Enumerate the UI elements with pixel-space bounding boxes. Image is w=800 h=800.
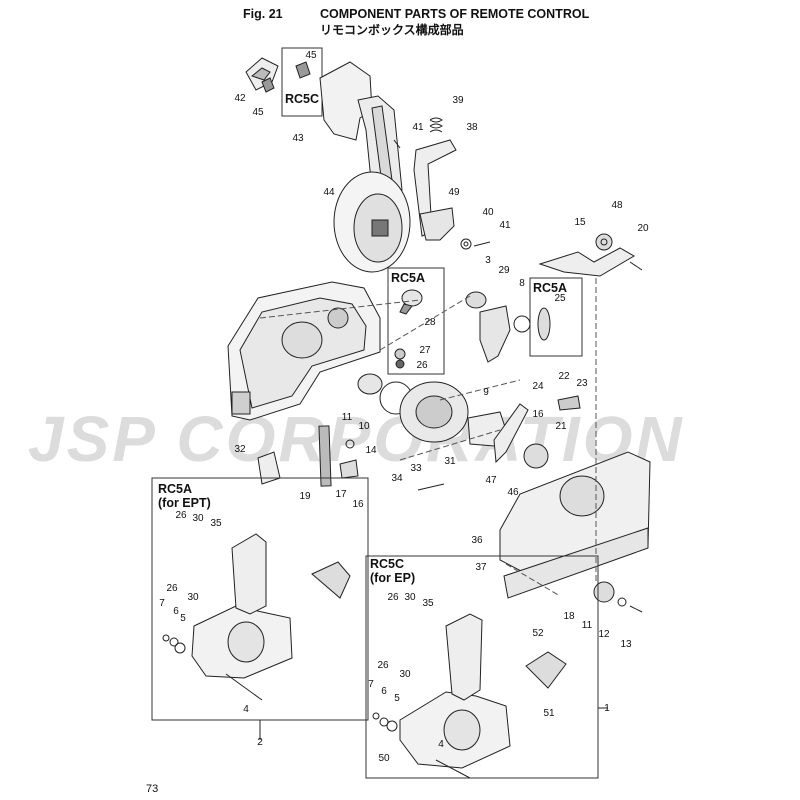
callout: 2 [257,737,263,748]
rc5a-middle-box [387,267,445,375]
part-32-19-17 [257,425,445,491]
callout: 7 [159,598,165,609]
callout: 16 [532,409,544,420]
callout: 30 [399,669,411,680]
callout: 33 [410,463,422,474]
callout: 26 [166,583,178,594]
figure-number: Fig. 21 [243,7,283,21]
callout: 12 [598,629,610,640]
callout: 47 [485,475,497,486]
figure-subtitle: リモコンボックス構成部品 [320,23,464,37]
callout: 6 [173,606,179,617]
callout: 49 [448,187,460,198]
label-rc5a-ept: RC5A [158,482,193,496]
callout: 24 [532,381,544,392]
callout: 30 [187,592,199,603]
callout: 18 [563,611,575,622]
callout: 27 [419,345,431,356]
label-rc5c-ep: RC5C [370,557,405,571]
rc5c-ep-remote-unit [372,613,567,779]
rc5a-right-box [529,277,583,357]
callout: 41 [499,220,511,231]
callout: 52 [532,628,544,639]
part-29-gear [465,291,551,363]
callout: 36 [471,535,483,546]
callout: 26 [387,592,399,603]
part-15-plate [538,233,643,277]
part-38-39-spring-bracket [413,117,491,250]
callout: 22 [558,371,570,382]
callout: 48 [611,200,623,211]
callout: 11 [581,620,593,631]
callout: 46 [507,487,519,498]
callout: 6 [381,686,387,697]
label-rc5a-mid: RC5A [391,271,426,285]
housing-left-half [227,281,381,421]
page-number: 73 [146,783,159,795]
callout: 26 [416,360,428,371]
callout: 37 [475,562,487,573]
callout: 21 [555,421,567,432]
callout: 26 [175,510,187,521]
part-42-clip [245,57,311,93]
callout: 9 [483,387,489,398]
callout: 10 [358,421,370,432]
part-28-shaft [394,289,423,369]
callout: 5 [180,613,186,624]
part-36-base-plate [499,451,651,613]
callout: 4 [243,704,249,715]
callout: 29 [498,265,510,276]
callout: 30 [192,513,204,524]
callout: 23 [576,378,588,389]
label-rc5a-right: RC5A [533,281,568,295]
label-rc5a-ept-sub: (for EPT) [158,496,211,510]
rc5a-ept-remote-unit [162,533,351,701]
callout: 4 [438,739,444,750]
callout: 7 [368,679,374,690]
callout: 41 [412,122,424,133]
callout: 51 [543,708,555,719]
label-rc5c-ep-sub: (for EP) [370,571,416,585]
callout: 15 [574,217,586,228]
callout: 3 [485,255,491,266]
part-47-linkage [493,395,581,469]
callout: 5 [394,693,400,704]
part-44-handle-lever [319,61,411,273]
callout: 11 [341,412,353,423]
callout: 20 [637,223,649,234]
callout: 43 [292,133,304,144]
callout: 17 [335,489,347,500]
callout: 34 [391,473,403,484]
callout: 16 [352,499,364,510]
callout: 31 [444,456,456,467]
callout: 50 [378,753,390,764]
callout: 19 [299,491,311,502]
callout: 26 [377,660,389,671]
callout: 35 [210,518,222,529]
callout: 45 [305,50,317,61]
callout: 40 [482,207,494,218]
callout: 39 [452,95,464,106]
callout: 45 [252,107,264,118]
figure-title: COMPONENT PARTS OF REMOTE CONTROL [320,7,590,21]
assembly-lines [259,278,597,597]
callout: 42 [234,93,246,104]
label-rc5c-top: RC5C [285,92,320,106]
callout: 8 [519,278,525,289]
callout: 14 [365,445,377,456]
callout: 32 [234,444,246,455]
callout: 30 [404,592,416,603]
callout: 44 [323,187,335,198]
callout: 1 [604,703,610,714]
rc5c-ep-box [365,555,599,779]
rc5a-ept-box [151,477,369,721]
callout: 28 [424,317,436,328]
part-31-dial [345,373,507,475]
callout: 38 [466,122,478,133]
callout: 35 [422,598,434,609]
callout: 25 [554,293,566,304]
callout: 13 [620,639,632,650]
